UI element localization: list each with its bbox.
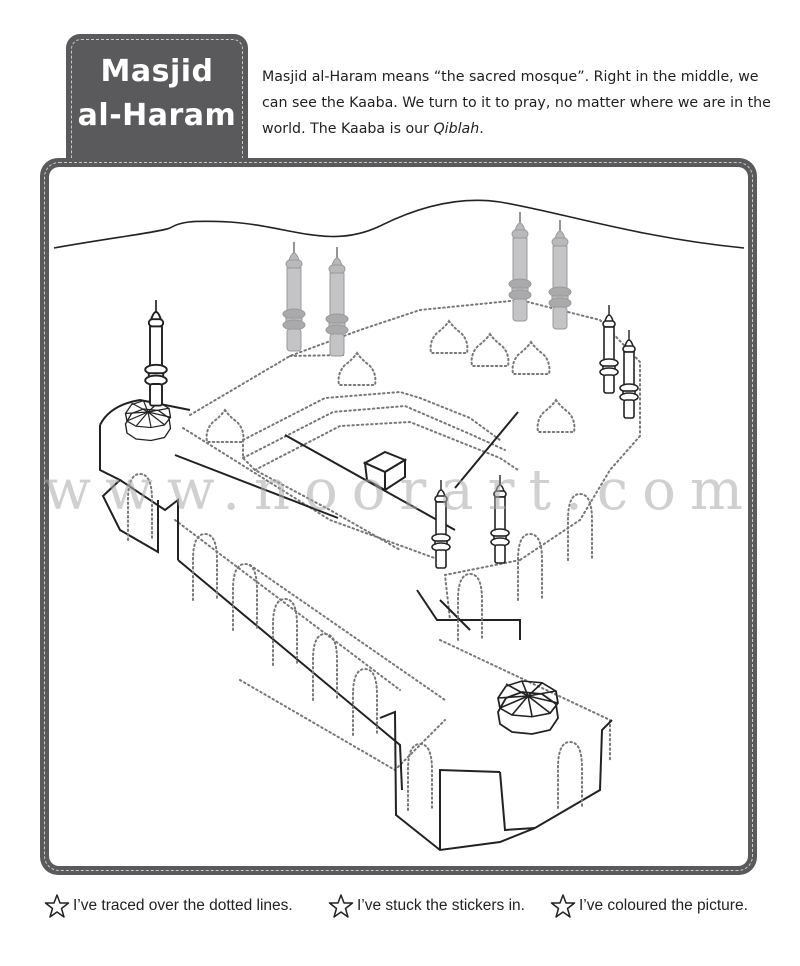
checklist: I’ve traced over the dotted lines. I’ve … <box>44 891 784 921</box>
checklist-label: I’ve traced over the dotted lines. <box>73 897 293 914</box>
title-line-1: Masjid <box>100 54 214 89</box>
intro-paragraph: Masjid al-Haram means “the sacred mosque… <box>262 64 782 142</box>
title-tab: Masjid al-Haram <box>66 34 248 166</box>
page-title: Masjid al-Haram <box>66 50 248 138</box>
checklist-item-coloured[interactable]: I’ve coloured the picture. <box>550 893 748 919</box>
star-icon[interactable] <box>44 893 70 919</box>
title-line-2: al-Haram <box>77 98 237 133</box>
illustration-canvas <box>49 167 748 866</box>
star-icon[interactable] <box>550 893 576 919</box>
intro-text: Masjid al-Haram means “the sacred mosque… <box>262 69 771 137</box>
illustration-frame <box>40 158 757 875</box>
intro-text-end: . <box>479 121 484 137</box>
checklist-item-traced[interactable]: I’ve traced over the dotted lines. <box>44 893 328 919</box>
checklist-item-stickers[interactable]: I’ve stuck the stickers in. <box>328 893 550 919</box>
checklist-label: I’ve stuck the stickers in. <box>357 897 525 914</box>
masjid-illustration <box>53 199 745 852</box>
checklist-label: I’ve coloured the picture. <box>579 897 748 914</box>
intro-italic-word: Qiblah <box>433 121 480 137</box>
star-icon[interactable] <box>328 893 354 919</box>
